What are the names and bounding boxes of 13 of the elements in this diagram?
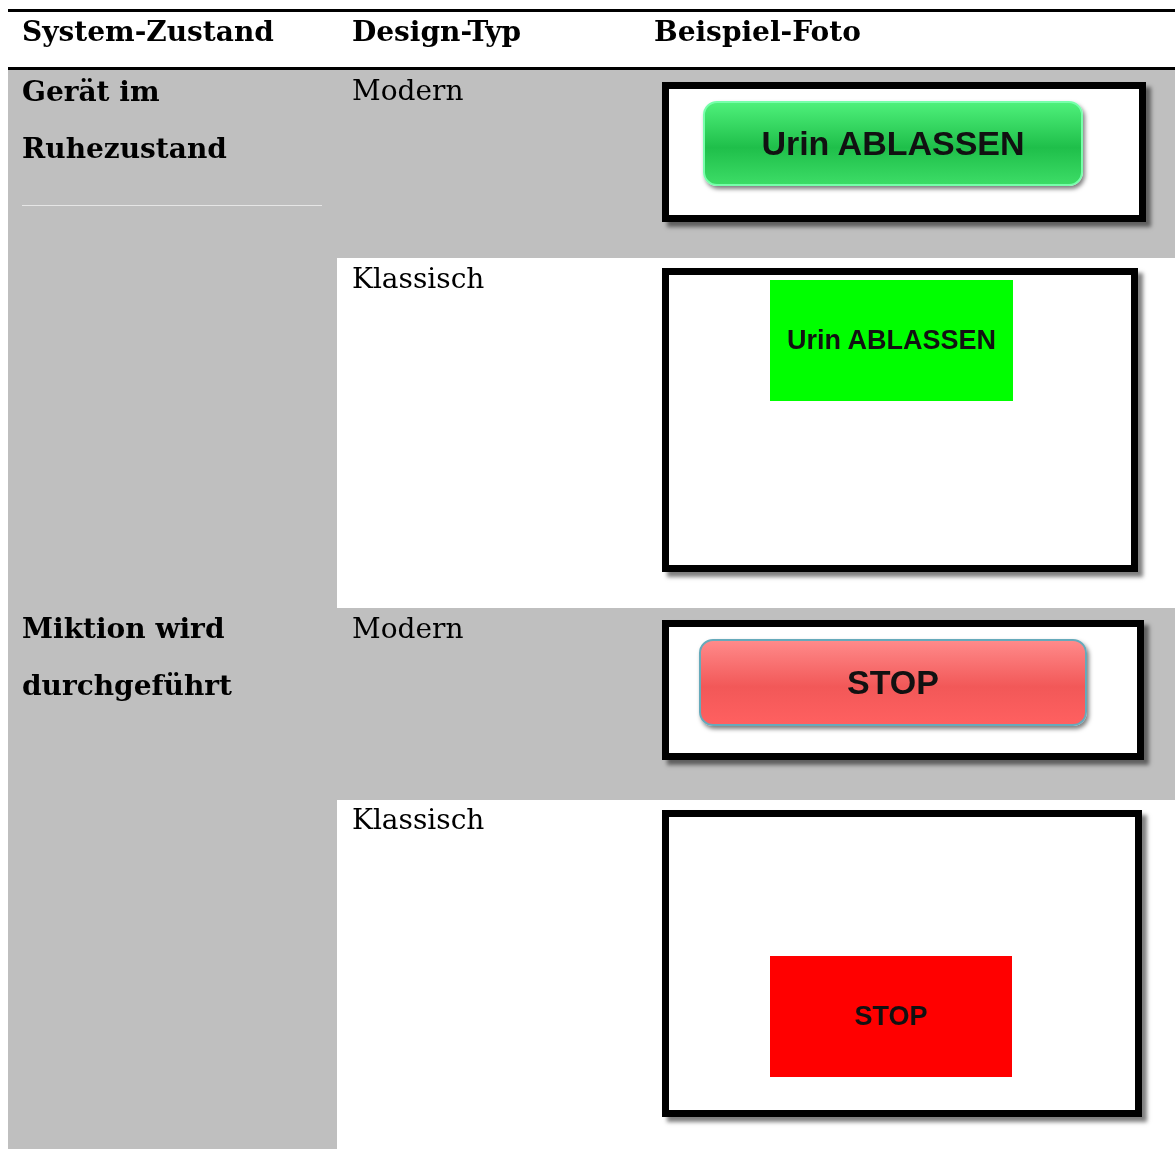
cell-text: Klassisch <box>352 261 485 297</box>
button: STOP <box>770 956 1012 1077</box>
button: Urin ABLASSEN <box>703 101 1083 186</box>
column-header: Beispiel-Foto <box>654 14 861 50</box>
cell-text: Klassisch <box>352 802 485 838</box>
column-header: Design-Typ <box>352 14 522 50</box>
cell-text: Modern <box>352 611 464 647</box>
column-header: System-Zustand <box>22 14 274 50</box>
button: Urin ABLASSEN <box>770 280 1013 401</box>
button: STOP <box>699 639 1087 726</box>
row-header: Miktion wird durchgeführt <box>22 611 233 704</box>
row-header: Gerät im Ruhezustand <box>22 74 228 167</box>
cell-text: Modern <box>352 73 464 109</box>
